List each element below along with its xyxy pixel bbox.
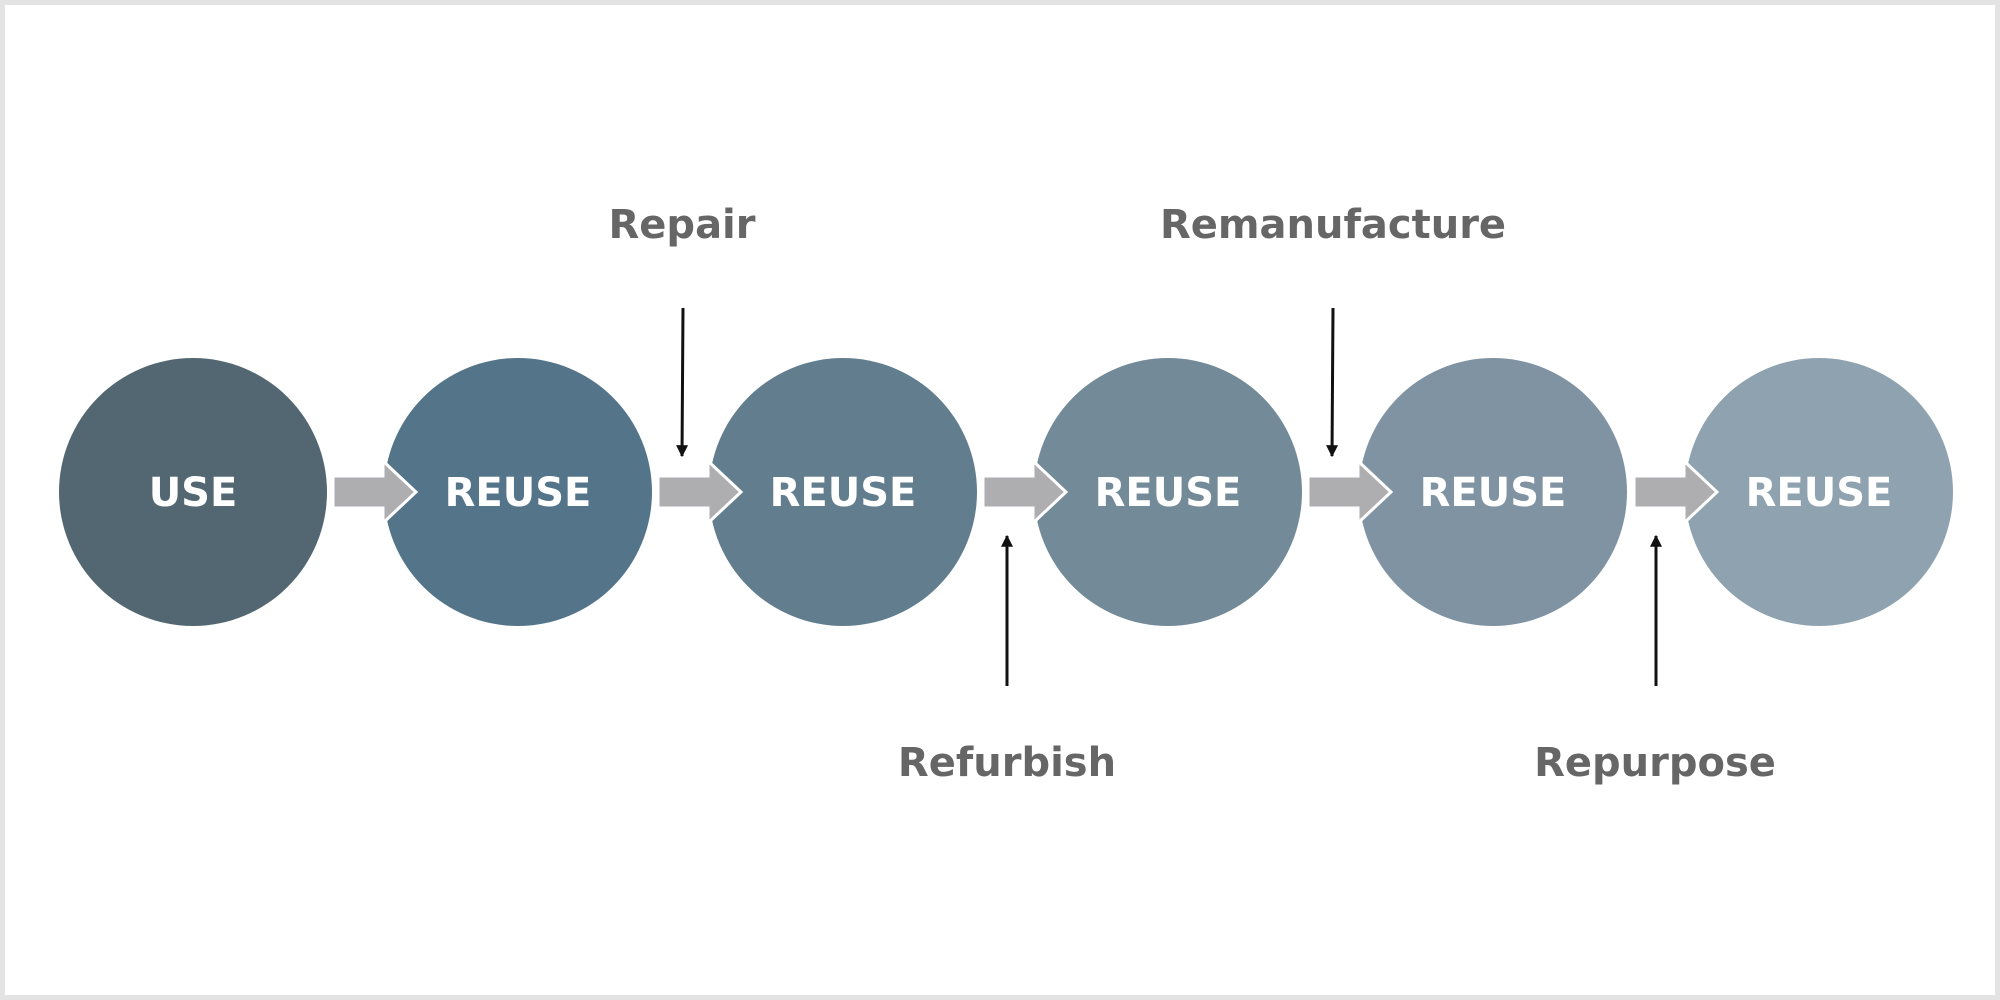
stage-circle — [59, 358, 327, 626]
process-label-refurbish: Refurbish — [898, 740, 1116, 786]
stage-label: USE — [149, 470, 238, 516]
stage-circle — [1685, 358, 1953, 626]
stage-label: REUSE — [445, 470, 592, 516]
flow-arrow-3 — [981, 457, 1069, 527]
stage-reuse-1: REUSE — [384, 358, 652, 626]
stage-label: REUSE — [1420, 470, 1567, 516]
stage-reuse-2: REUSE — [709, 358, 977, 626]
process-label-repurpose: Repurpose — [1534, 740, 1776, 786]
stage-label: REUSE — [1746, 470, 1893, 516]
stage-circle — [384, 358, 652, 626]
flow-arrow-1 — [331, 457, 419, 527]
process-label-remanufacture: Remanufacture — [1160, 202, 1506, 248]
flow-arrow-2 — [656, 457, 744, 527]
flow-arrow-4 — [1306, 457, 1394, 527]
stage-reuse-3: REUSE — [1034, 358, 1302, 626]
stage-circle — [1359, 358, 1627, 626]
stage-circle — [709, 358, 977, 626]
stage-label: REUSE — [770, 470, 917, 516]
stage-reuse-5: REUSE — [1685, 358, 1953, 626]
stage-circle — [1034, 358, 1302, 626]
repair-pointer-arrow — [676, 307, 689, 458]
stage-use: USE — [59, 358, 327, 626]
stage-reuse-4: REUSE — [1359, 358, 1627, 626]
process-label-repair: Repair — [609, 202, 756, 248]
flow-arrow-5 — [1632, 457, 1720, 527]
stage-label: REUSE — [1095, 470, 1242, 516]
remanufacture-pointer-arrow — [1326, 307, 1339, 458]
